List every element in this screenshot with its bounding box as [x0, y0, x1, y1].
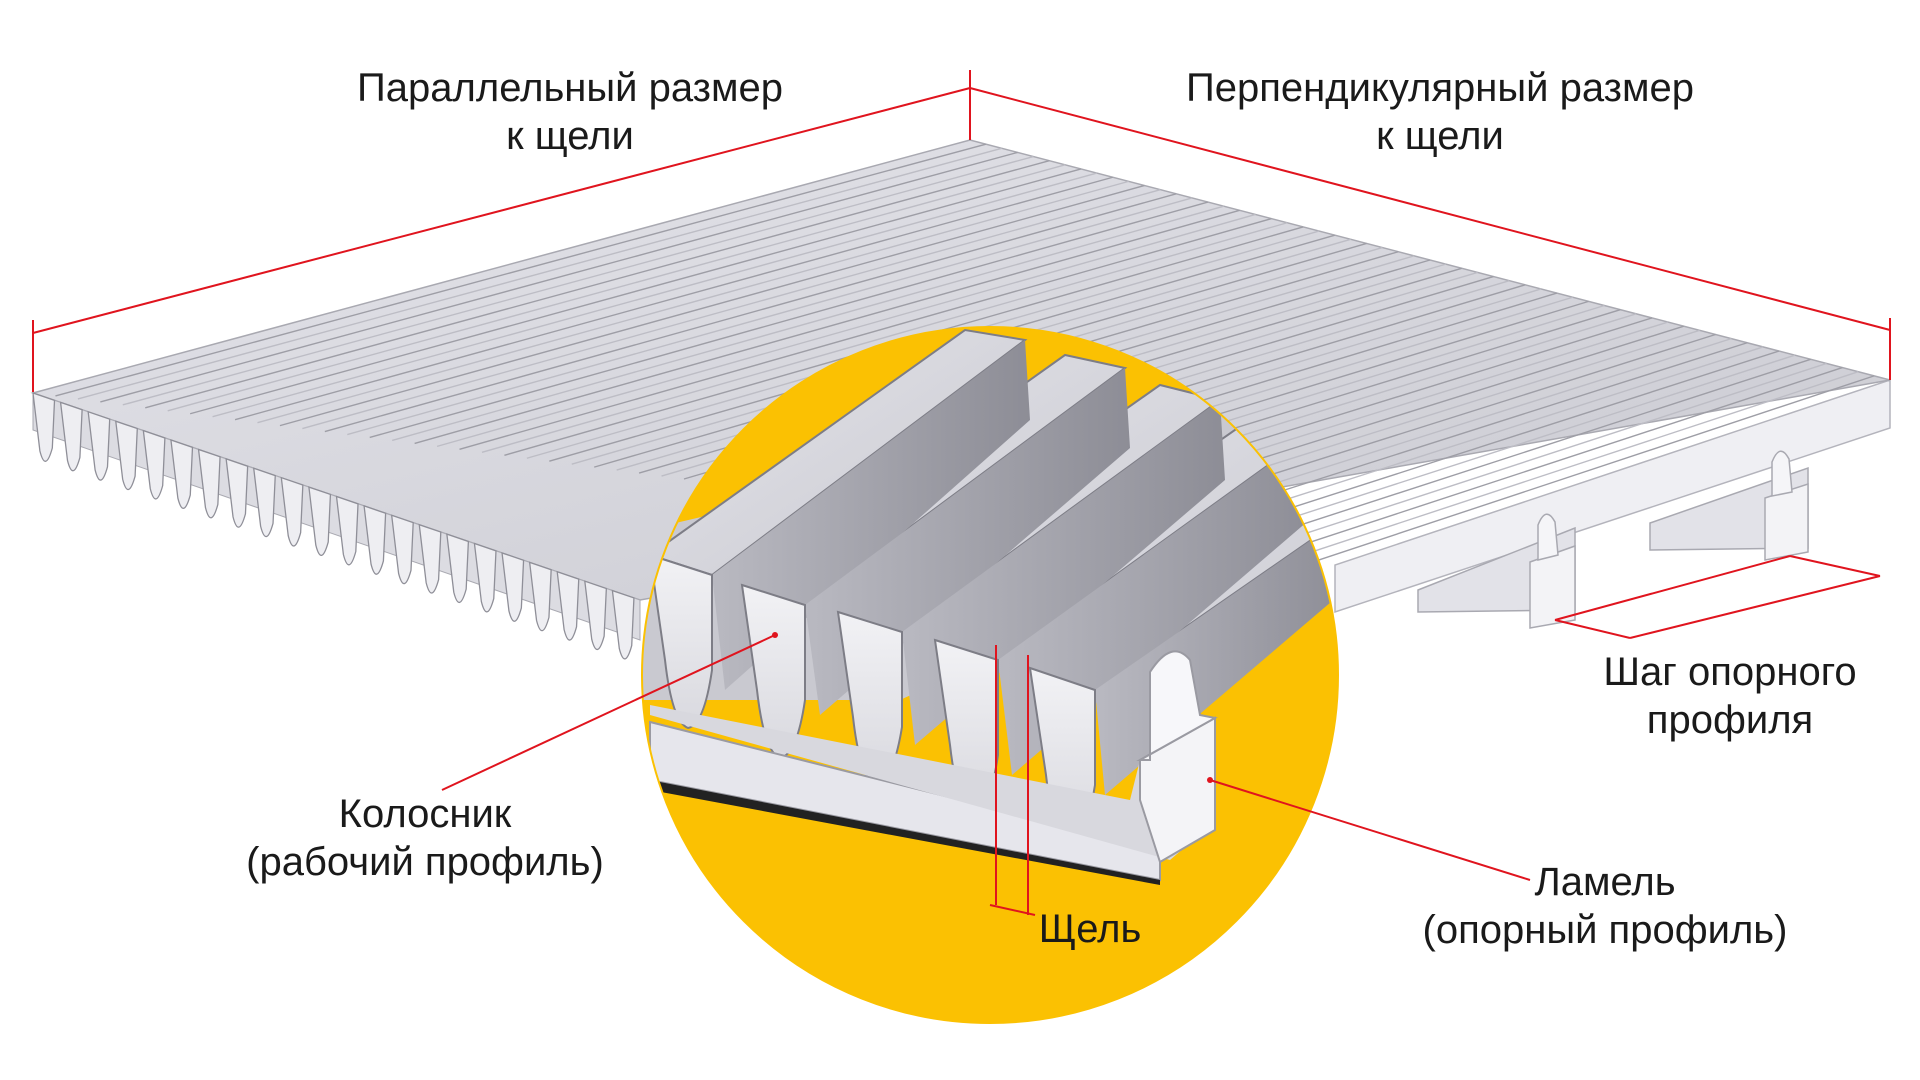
- label-support-pitch-line2: профиля: [1646, 698, 1814, 742]
- bar-stripe: [459, 217, 1272, 451]
- bar-stripe: [347, 197, 1193, 436]
- bar-profiles-front: [32, 392, 635, 660]
- label-support-pitch-line1: Шаг опорного: [1603, 650, 1857, 694]
- bar-stripe: [1312, 375, 1875, 563]
- bar-stripe: [212, 172, 1098, 418]
- label-support-line1: Ламель: [1534, 860, 1676, 904]
- bar-profile-tooth: [418, 523, 442, 594]
- bar-profile-tooth: [335, 495, 359, 566]
- bar-profile-tooth: [556, 570, 580, 641]
- bar-profile-tooth: [32, 392, 56, 462]
- bar-stripe: [167, 164, 1066, 412]
- bar-profile-tooth: [363, 504, 387, 575]
- bar-profile-tooth: [225, 457, 249, 528]
- bar-stripe: [324, 193, 1177, 433]
- dimension-lines: [32, 70, 1891, 916]
- bar-profile-tooth: [87, 410, 111, 481]
- bar-profile-tooth: [308, 486, 332, 556]
- label-support-line2: (опорный профиль): [1422, 908, 1788, 952]
- bar-stripe: [1244, 362, 1827, 554]
- leader-markers: [772, 632, 1213, 783]
- zoom-detail: [641, 326, 1339, 1024]
- bar-profile-tooth: [115, 420, 138, 491]
- bar-stripe: [100, 151, 1018, 403]
- label-parallel-size: Параллельный размер к щели: [340, 64, 800, 160]
- bar-stripe: [1222, 358, 1811, 551]
- label-slot-line1: Щель: [1038, 907, 1142, 951]
- bar-profile-tooth: [390, 514, 414, 585]
- label-support-pitch: Шаг опорного профиля: [1560, 648, 1900, 744]
- bar-stripe: [1289, 371, 1859, 560]
- bar-stripe: [189, 168, 1082, 415]
- bar-profile-tooth: [142, 429, 166, 500]
- support-bar-2: [1649, 450, 1809, 561]
- bar-stripe: [436, 213, 1256, 448]
- bar-profile-tooth: [584, 580, 608, 651]
- bar-stripe: [369, 201, 1209, 439]
- bar-profile-tooth: [473, 542, 497, 613]
- bar-profile-tooth: [170, 439, 194, 509]
- panel-end-face: [1334, 378, 1891, 614]
- bar-profile-tooth: [446, 533, 470, 604]
- support-bar-1: [1417, 513, 1576, 629]
- label-perpendicular-line1: Перпендикулярный размер: [1186, 66, 1694, 110]
- bar-stripe: [55, 143, 987, 397]
- bar-profile-tooth: [197, 448, 221, 519]
- bar-stripe: [145, 160, 1050, 409]
- zoom-support-bar: [649, 650, 1218, 885]
- label-parallel-line2: к щели: [506, 114, 634, 158]
- bar-stripe: [122, 155, 1034, 406]
- bar-stripe: [257, 180, 1129, 424]
- label-perpendicular-line2: к щели: [1376, 114, 1504, 158]
- bar-stripe: [414, 209, 1240, 445]
- label-bar-line1: Колосник: [338, 792, 512, 836]
- label-slot: Щель: [1010, 905, 1170, 953]
- label-support-profile: Ламель (опорный профиль): [1390, 858, 1820, 954]
- bar-stripe: [279, 184, 1145, 427]
- bar-stripe: [77, 147, 1002, 400]
- bar-stripe: [481, 222, 1288, 453]
- zoom-bars: [647, 328, 1338, 845]
- support-bars: [1417, 450, 1809, 629]
- bar-profile-tooth: [528, 561, 552, 632]
- bar-stripe: [1267, 366, 1843, 557]
- bar-profile-tooth: [252, 467, 276, 538]
- label-parallel-line1: Параллельный размер: [357, 66, 783, 110]
- bar-profile-tooth: [280, 476, 304, 547]
- bar-stripe: [234, 176, 1113, 421]
- label-bar-profile: Колосник (рабочий профиль): [225, 790, 625, 886]
- bar-profile-tooth: [611, 589, 635, 660]
- label-bar-line2: (рабочий профиль): [246, 840, 604, 884]
- bar-profile-tooth: [501, 552, 525, 622]
- bar-stripe: [302, 188, 1161, 430]
- bar-profile-tooth: [59, 401, 83, 472]
- label-perpendicular-size: Перпендикулярный размер к щели: [1160, 64, 1720, 160]
- bar-stripe: [391, 205, 1224, 442]
